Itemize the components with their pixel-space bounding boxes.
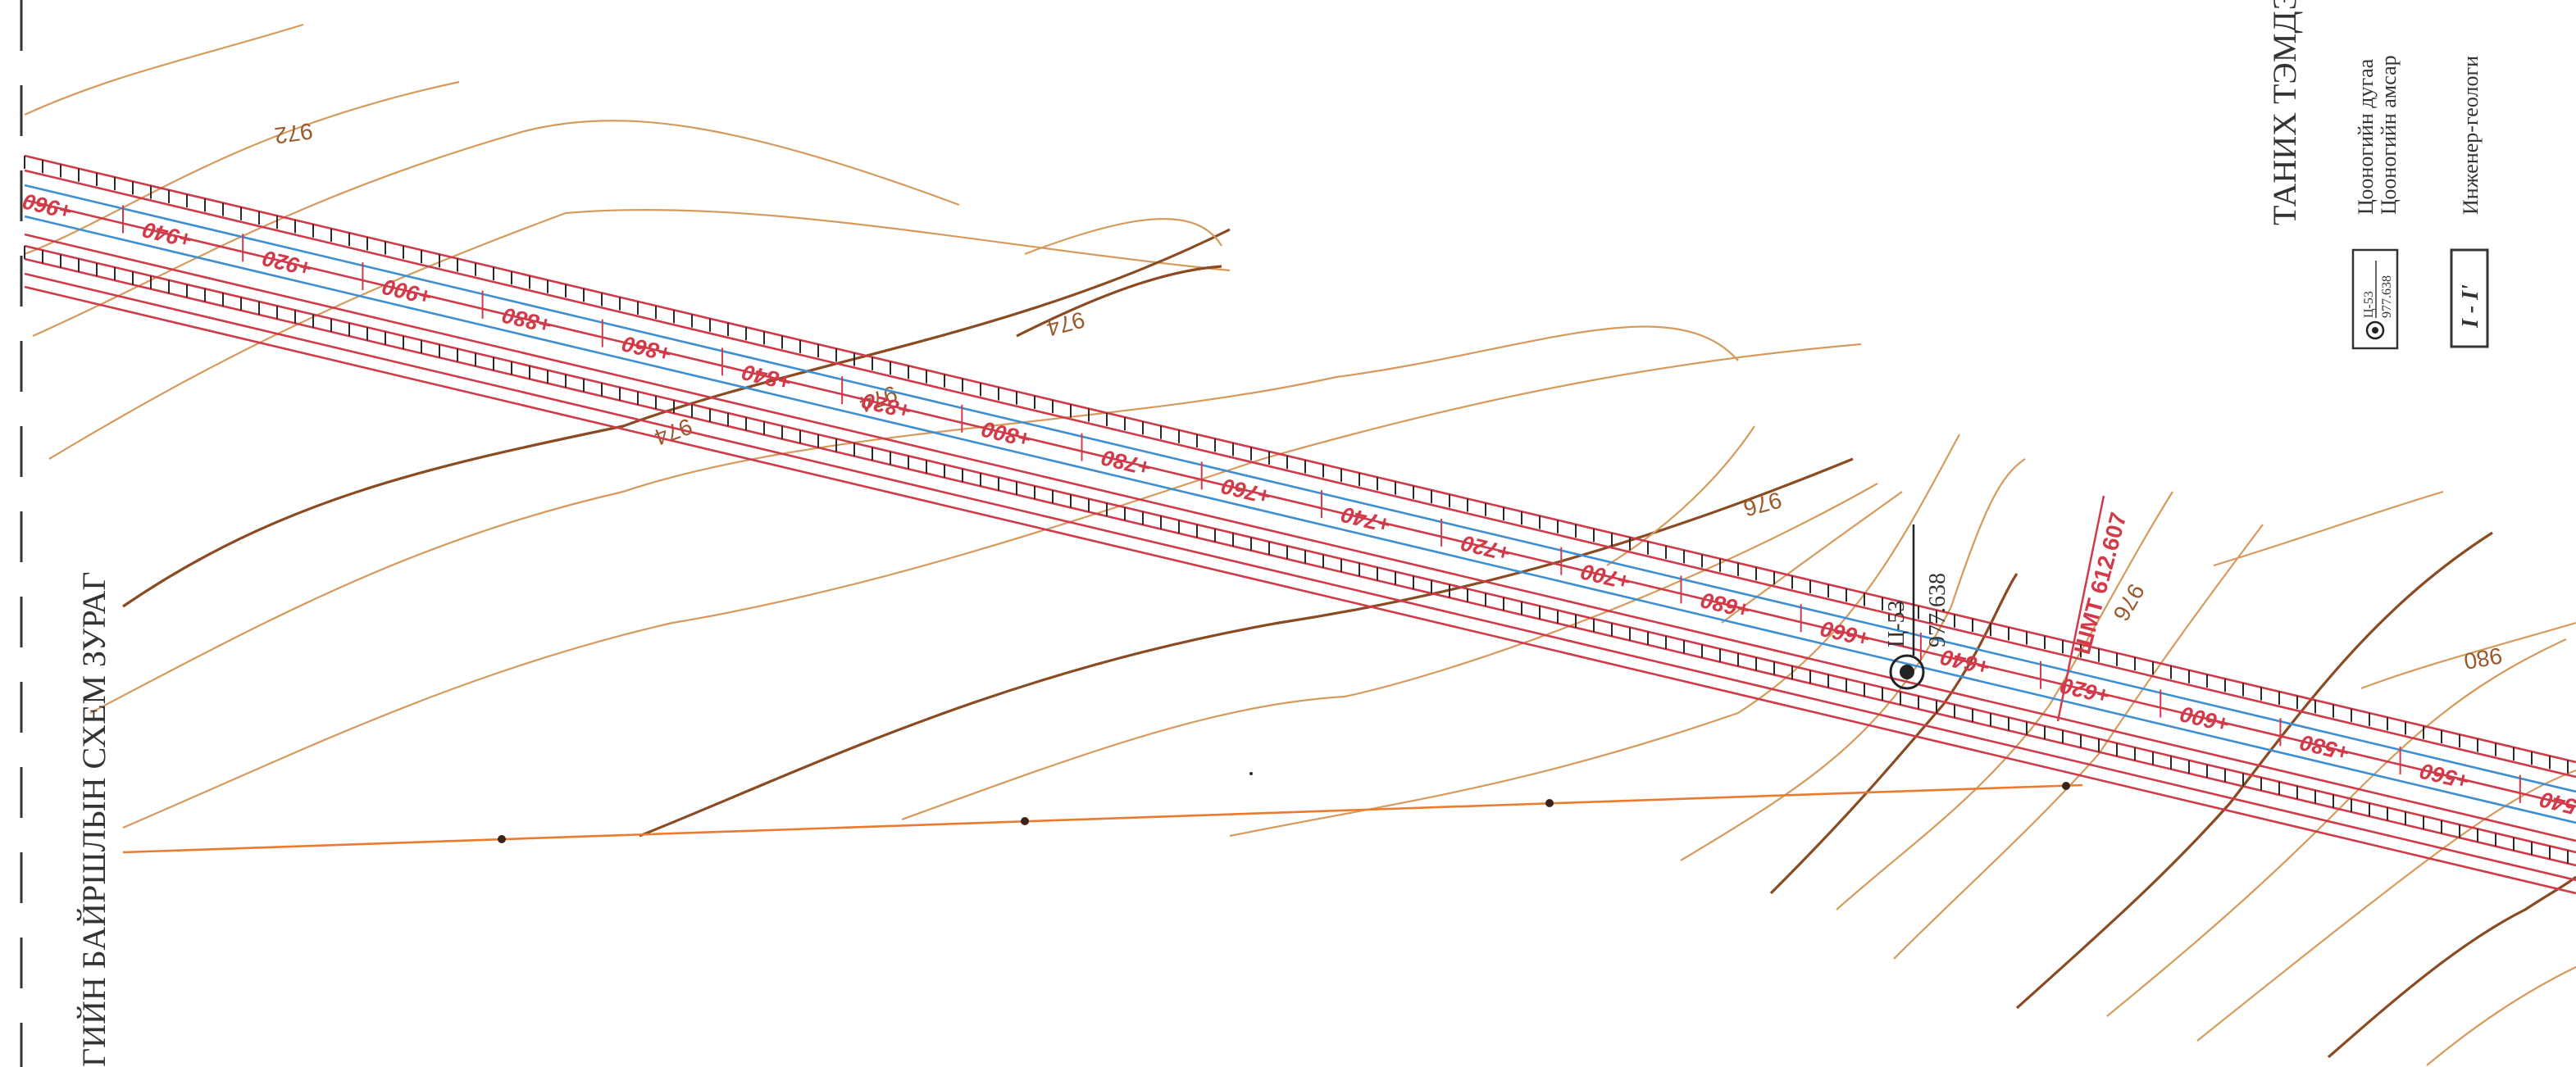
contour-line <box>1721 491 1903 624</box>
legend-symbol-label: Ц-53 <box>2362 291 2376 318</box>
road-slope-hatching-bottom <box>24 246 2569 864</box>
borehole-symbol-icon <box>2365 320 2385 340</box>
contour-line-index <box>639 457 1854 838</box>
power-pole <box>1021 817 1029 825</box>
contour-label: 976 <box>1741 487 1784 521</box>
chainage-label: +600 <box>2178 701 2232 737</box>
legend-title: ТАНИХ ТЭМДЭ <box>2266 0 2303 225</box>
contour-line <box>24 80 460 256</box>
chainage-label: +680 <box>1699 588 1753 623</box>
contour-line-index <box>1016 265 1222 338</box>
legend-item-section-line: I - I' Инженер-геологи <box>2450 56 2489 348</box>
contour-line <box>32 120 960 338</box>
contour-line <box>901 483 1878 821</box>
contour-lines <box>24 23 2576 1066</box>
chainage-label: +880 <box>500 302 554 338</box>
chainage-label: +700 <box>1579 559 1633 594</box>
road-edge-line <box>24 257 2576 867</box>
contour-line-index <box>2327 875 2576 1059</box>
chainage-label: +900 <box>380 274 435 309</box>
road-edge-line <box>24 244 2576 854</box>
legend-item-text: Инженер-геологи <box>2459 56 2483 215</box>
road-edge-line <box>24 198 2576 808</box>
legend-item-frame <box>2351 248 2399 350</box>
road-edge-line <box>24 169 2576 779</box>
contour-line <box>48 208 1231 460</box>
contour-line <box>122 343 1862 829</box>
chainage-label: +720 <box>1459 530 1513 565</box>
road-axis-line <box>24 184 2576 793</box>
contour-labels: 972 974 974 974 976 976 980 <box>273 118 2504 674</box>
sheet-title: ГИЙН БАЙРШЛЫН СХЕМ ЗУРАГ <box>75 571 112 1067</box>
road-axis-line <box>24 215 2576 824</box>
section-line-symbol-icon: I - I' <box>2458 284 2483 329</box>
benchmark-leader-line <box>2056 495 2105 722</box>
borehole-symbol-dot <box>2372 327 2378 334</box>
power-pole <box>1545 799 1554 807</box>
chainage-label: +740 <box>1339 502 1393 537</box>
contour-line <box>1606 425 1755 566</box>
contour-line <box>24 23 304 116</box>
contour-label: 974 <box>1044 306 1087 341</box>
borehole-elevation: 977.638 <box>1925 573 1950 647</box>
contour-line-index <box>1769 573 2018 895</box>
legend-item-frame <box>2450 248 2489 348</box>
power-line <box>122 772 2083 854</box>
legend-item-text: Цооногийн дугаа <box>2354 58 2378 215</box>
road-corridor: +960+940+920+900+880+860+840+820+800+780… <box>20 154 2576 895</box>
road-edge-line <box>24 233 2576 842</box>
chainage-label: +640 <box>1938 644 1992 679</box>
chainage-label: +560 <box>2418 758 2472 793</box>
survey-point <box>1249 772 1253 775</box>
road-edge-line <box>24 272 2576 882</box>
contour-label: 976 <box>2108 579 2149 625</box>
chainage-label: +760 <box>1219 474 1273 509</box>
legend-item-text: Цооногийн амсар <box>2377 55 2401 215</box>
chainage-label: +780 <box>1099 445 1154 480</box>
borehole-symbol-icon <box>1889 654 1925 690</box>
chainage-label: +960 <box>20 188 75 224</box>
contour-line-index <box>122 228 1231 608</box>
contour-label: 980 <box>2462 642 2504 674</box>
power-line-wire <box>122 783 2083 854</box>
contour-line <box>1836 491 2173 910</box>
chainage-label: +920 <box>261 246 315 281</box>
contour-line <box>2196 769 2576 1042</box>
legend: ТАНИХ ТЭМДЭ Ц-53 977.638 Цооногийн дугаа… <box>2266 0 2489 350</box>
legend-symbol-value: 977.638 <box>2380 275 2394 318</box>
borehole-marker: Ц-53 977.638 <box>1884 524 1950 690</box>
power-pole <box>498 835 506 843</box>
chainage-label: +580 <box>2298 730 2352 765</box>
chainage-label: +940 <box>140 217 194 252</box>
power-pole <box>2062 782 2070 790</box>
chainage-label: +660 <box>1818 616 1873 652</box>
chainage-label: +840 <box>740 360 794 395</box>
chainage-label: +860 <box>620 331 674 366</box>
contour-line-index <box>2015 531 2493 1010</box>
borehole-center-dot <box>1900 665 1914 679</box>
contour-line <box>1024 218 1222 256</box>
contour-line <box>2213 490 2444 567</box>
benchmark-label: ШМТ 612.607 <box>2069 510 2132 657</box>
contour-label: 972 <box>273 118 315 148</box>
road-slope-hatching-top <box>24 156 2569 774</box>
chainage-labels: +960+940+920+900+880+860+840+820+800+780… <box>20 188 2576 822</box>
contour-line <box>2106 638 2567 1017</box>
chainage-label: +820 <box>860 388 914 423</box>
contour-line <box>1893 524 2264 960</box>
borehole-id: Ц-53 <box>1884 600 1909 647</box>
contour-line <box>1680 458 2026 861</box>
road-edge-line <box>24 154 2576 764</box>
chainage-label: +540 <box>2537 787 2576 822</box>
road-edge-line <box>24 285 2576 895</box>
contour-line <box>2360 621 2576 690</box>
legend-item-borehole: Ц-53 977.638 Цооногийн дугаа Цооногийн а… <box>2351 55 2401 350</box>
contour-line <box>2426 966 2576 1066</box>
